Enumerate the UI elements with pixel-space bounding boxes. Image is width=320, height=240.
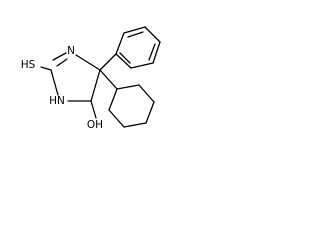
imidazoline-ring xyxy=(50,52,101,102)
bond-c2-sulfur xyxy=(40,66,52,71)
lower-nitrogen-label: HN xyxy=(49,95,65,107)
bond-n3-c4 xyxy=(75,54,101,71)
bond-n1-c2 xyxy=(50,69,59,96)
atom-labels: HS N HN OH xyxy=(21,45,103,131)
cyclohexyl-bond-2 xyxy=(138,84,155,103)
phenyl-ring xyxy=(115,26,161,69)
bond-c2-n3 xyxy=(52,52,67,61)
phenyl-bond-4 xyxy=(152,41,161,64)
cyclohexyl-bond-4 xyxy=(123,122,147,128)
bond-c4-cyclohexyl xyxy=(99,69,118,90)
bond-c5-oxygen xyxy=(90,100,97,119)
phenyl-bond-3 xyxy=(144,26,161,43)
phenyl-bond-5 xyxy=(130,62,154,69)
cyclohexyl-ring xyxy=(108,84,155,128)
bond-c4-phenyl xyxy=(99,53,117,71)
chemical-structure-diagram: HS N HN OH xyxy=(21,26,161,131)
cyclohexyl-bond-1 xyxy=(116,84,140,90)
bond-c2-n3-double xyxy=(56,58,68,67)
phenyl-double-3 xyxy=(119,52,131,64)
phenyl-double-1 xyxy=(127,31,144,38)
phenyl-bond-6 xyxy=(115,53,132,69)
cyclohexyl-bond-6 xyxy=(108,88,118,111)
bond-c4-c5 xyxy=(90,69,101,102)
phenyl-bond-1 xyxy=(115,32,125,55)
upper-nitrogen-label: N xyxy=(67,45,75,57)
hydroxyl-label: OH xyxy=(87,119,103,131)
phenyl-bond-2 xyxy=(123,26,146,34)
cyclohexyl-bond-3 xyxy=(145,101,155,124)
phenyl-double-2 xyxy=(148,43,156,61)
thiol-label: HS xyxy=(21,59,36,71)
cyclohexyl-bond-5 xyxy=(108,109,125,128)
substituent-bonds xyxy=(40,53,118,119)
